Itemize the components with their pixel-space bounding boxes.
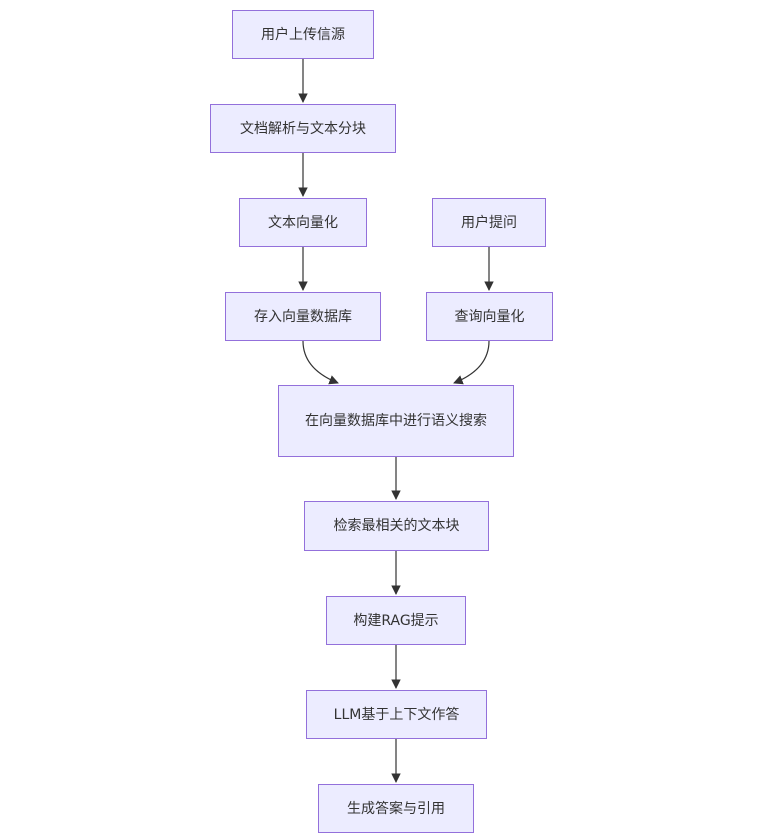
node-upload-source-label: 用户上传信源 <box>261 26 345 43</box>
node-store-vector-db: 存入向量数据库 <box>225 292 381 341</box>
node-llm-answer-label: LLM基于上下文作答 <box>333 706 460 723</box>
node-text-vectorize: 文本向量化 <box>239 198 367 247</box>
node-generate-answer: 生成答案与引用 <box>318 784 474 833</box>
node-text-vectorize-label: 文本向量化 <box>268 214 338 231</box>
node-llm-answer: LLM基于上下文作答 <box>306 690 487 739</box>
edge-vectorize-query-to-semantic-search <box>453 340 490 385</box>
node-user-question-label: 用户提问 <box>461 214 517 231</box>
node-parse-and-chunk-label: 文档解析与文本分块 <box>240 120 366 137</box>
node-retrieve-chunks: 检索最相关的文本块 <box>304 501 489 551</box>
node-build-rag-prompt: 构建RAG提示 <box>326 596 466 645</box>
node-semantic-search-label: 在向量数据库中进行语义搜索 <box>305 413 487 429</box>
node-retrieve-chunks-label: 检索最相关的文本块 <box>333 518 460 534</box>
node-semantic-search: 在向量数据库中进行语义搜索 <box>278 385 514 457</box>
node-query-vectorize-label: 查询向量化 <box>454 308 525 325</box>
node-build-rag-prompt-label: 构建RAG提示 <box>353 612 439 629</box>
node-upload-source: 用户上传信源 <box>232 10 374 59</box>
node-user-question: 用户提问 <box>432 198 546 247</box>
node-parse-and-chunk: 文档解析与文本分块 <box>210 104 396 153</box>
node-store-vector-db-label: 存入向量数据库 <box>254 308 352 325</box>
edge-store-to-semantic-search <box>302 340 339 385</box>
node-query-vectorize: 查询向量化 <box>426 292 553 341</box>
node-generate-answer-label: 生成答案与引用 <box>347 800 445 817</box>
